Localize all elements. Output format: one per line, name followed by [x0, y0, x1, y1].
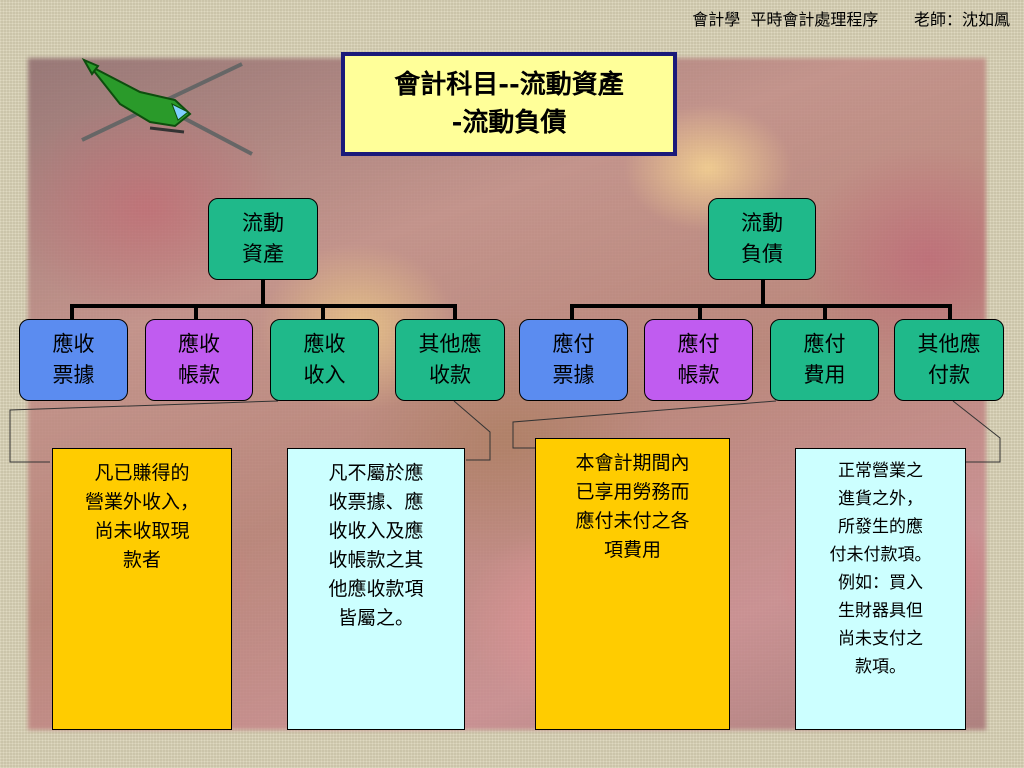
node-label: 應收	[303, 332, 346, 356]
note-line: 尚未支付之	[838, 629, 923, 649]
note-line: 本會計期間內	[575, 452, 690, 474]
note-accrued-revenue: 凡已賺得的 營業外收入， 尚未收取現 款者	[52, 448, 232, 730]
node-label: 資產	[242, 242, 284, 266]
node-label: 應收	[52, 332, 95, 356]
note-line: 凡不屬於應	[328, 462, 424, 484]
header-course: 會計學 平時會計處理程序	[692, 10, 879, 29]
node-accrued-expenses: 應付 費用	[770, 319, 879, 401]
node-label: 帳款	[677, 363, 720, 387]
node-label: 負債	[741, 242, 783, 266]
note-line: 皆屬之。	[337, 607, 414, 629]
node-current-assets: 流動 資產	[208, 198, 318, 280]
note-other-receivables: 凡不屬於應 收票據、應 收收入及應 收帳款之其 他應收款項 皆屬之。	[287, 448, 465, 730]
note-line: 進貨之外，	[838, 489, 923, 509]
note-line: 生財器具但	[838, 601, 923, 621]
note-line: 收收入及應	[328, 520, 424, 542]
diagram-title: 會計科目--流動資產 -流動負債	[341, 52, 677, 156]
note-line: 收帳款之其	[328, 549, 424, 571]
slide-header: 會計學 平時會計處理程序 老師：沈如鳳	[692, 6, 1010, 30]
node-current-liabilities: 流動 負債	[708, 198, 816, 280]
title-line-1: 會計科目--流動資產	[394, 70, 624, 100]
helicopter-icon	[81, 57, 253, 156]
node-other-payables: 其他應 付款	[894, 319, 1004, 401]
note-line: 所發生的應	[838, 517, 923, 537]
note-line: 他應收款項	[328, 578, 424, 600]
note-line: 正常營業之	[838, 461, 923, 481]
note-line: 已享用勞務而	[575, 481, 690, 503]
node-accounts-payable: 應付 帳款	[644, 319, 753, 401]
node-label: 票據	[552, 363, 595, 387]
note-line: 項費用	[603, 539, 661, 561]
node-notes-payable: 應付 票據	[519, 319, 628, 401]
node-label: 應付	[677, 332, 720, 356]
note-accrued-expenses: 本會計期間內 已享用勞務而 應付未付之各 項費用	[535, 438, 730, 730]
note-other-payables: 正常營業之 進貨之外， 所發生的應 付未付款項。 例如：買入 生財器具但 尚未支…	[795, 448, 966, 730]
node-notes-receivable: 應收 票據	[19, 319, 128, 401]
node-accounts-receivable: 應收 帳款	[145, 319, 253, 401]
node-label: 流動	[741, 211, 783, 235]
node-accrued-revenue: 應收 收入	[270, 319, 379, 401]
note-line: 款項。	[855, 657, 906, 677]
note-line: 收票據、應	[328, 491, 424, 513]
node-label: 其他應	[418, 332, 482, 356]
node-label: 付款	[928, 363, 970, 387]
note-line: 應付未付之各	[575, 510, 690, 532]
node-label: 流動	[242, 211, 284, 235]
node-label: 應收	[178, 332, 220, 356]
node-label: 票據	[52, 363, 95, 387]
header-teacher: 老師：沈如鳳	[913, 10, 1010, 29]
node-other-receivables: 其他應 收款	[395, 319, 505, 401]
node-label: 應付	[803, 332, 846, 356]
note-line: 付未付款項。	[829, 545, 932, 565]
note-line: 尚未收取現	[94, 520, 190, 542]
node-label: 應付	[552, 332, 595, 356]
note-line: 例如：買入	[838, 573, 923, 593]
title-line-2: -流動負債	[451, 108, 567, 138]
node-label: 帳款	[178, 363, 220, 387]
node-label: 收款	[429, 363, 471, 387]
note-line: 營業外收入，	[84, 491, 199, 513]
note-line: 款者	[122, 549, 161, 571]
node-label: 費用	[803, 363, 846, 387]
node-label: 其他應	[917, 332, 981, 356]
node-label: 收入	[303, 363, 346, 387]
note-line: 凡已賺得的	[94, 462, 190, 484]
